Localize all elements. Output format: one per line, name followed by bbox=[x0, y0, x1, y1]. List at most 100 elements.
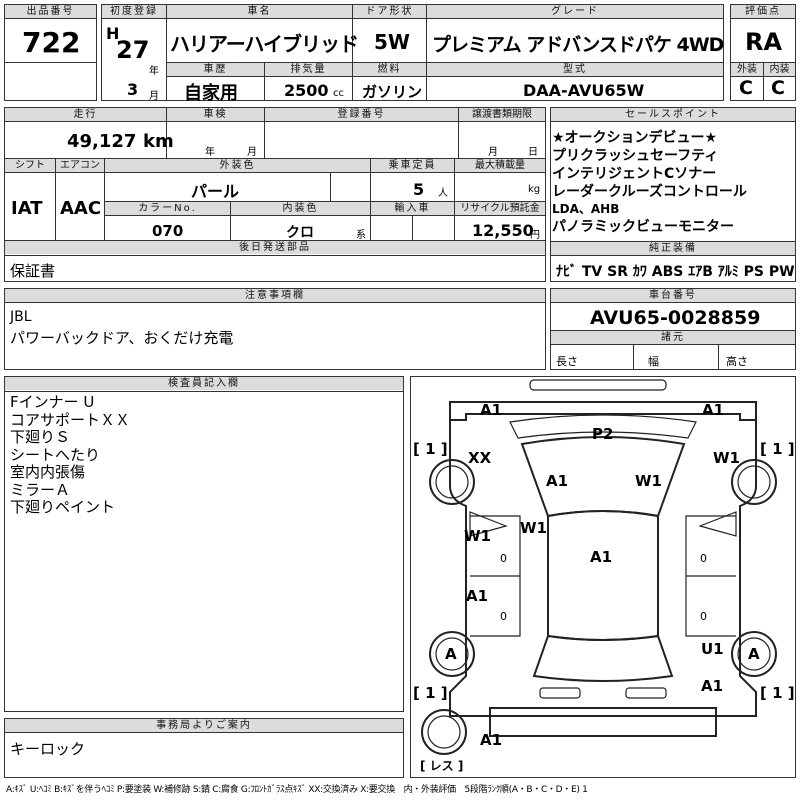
sales-box bbox=[550, 107, 796, 282]
sales-line: ★オークションデビュー★ bbox=[552, 130, 718, 146]
door-label: ドア形状 bbox=[353, 5, 426, 18]
inspection-label: 車検 bbox=[167, 108, 264, 121]
inspector-label: 検査員記入欄 bbox=[5, 377, 403, 390]
front-bumper-strip bbox=[529, 379, 667, 391]
mileage-label: 走行 bbox=[5, 108, 166, 121]
front-outline bbox=[449, 401, 757, 421]
zero-mark: 0 bbox=[700, 610, 707, 623]
sales-line: レーダークルーズコントロール bbox=[552, 184, 747, 200]
name-label: 車名 bbox=[167, 5, 352, 18]
inspector-line: 下廻りＳ bbox=[10, 428, 71, 446]
seats-unit: 人 bbox=[438, 188, 448, 199]
tire-mark: A bbox=[748, 645, 760, 663]
inspector-line: Fインナー U bbox=[10, 393, 95, 411]
damage-mark: W1 bbox=[520, 519, 547, 537]
zero-mark: 0 bbox=[500, 610, 507, 623]
spec-label: 諸元 bbox=[551, 331, 795, 344]
ext-grade: C bbox=[739, 77, 753, 99]
wheel-front-right-inner bbox=[737, 465, 771, 499]
insp-year-unit: 年 bbox=[205, 147, 215, 158]
import-label: 輸入車 bbox=[371, 202, 454, 215]
notes-box bbox=[4, 288, 546, 370]
lot-box bbox=[4, 4, 97, 101]
chassis-box bbox=[550, 288, 796, 370]
year-unit: 年 bbox=[149, 66, 159, 77]
recycle-label: リサイクル預託金 bbox=[455, 202, 545, 215]
tire-mark: A bbox=[445, 645, 457, 663]
damage-mark: A1 bbox=[701, 677, 723, 695]
detail-box bbox=[4, 107, 546, 282]
sales-line: パノラミックビューモニター bbox=[552, 219, 734, 235]
damage-mark: XX bbox=[468, 449, 492, 467]
office-text: キーロック bbox=[10, 740, 86, 758]
ac-label: エアコン bbox=[56, 159, 104, 172]
damage-mark: A1 bbox=[466, 587, 488, 605]
recycle-unit: 円 bbox=[530, 230, 540, 241]
damage-mark: A1 bbox=[702, 401, 724, 419]
tr-month-unit: 月 bbox=[488, 147, 498, 158]
color-no: 070 bbox=[152, 222, 184, 240]
displacement: 2500 bbox=[284, 81, 329, 100]
bracket-front-right: [ 1 ] bbox=[760, 440, 795, 458]
left-doors bbox=[470, 515, 521, 637]
wheel-front-right bbox=[731, 459, 777, 505]
damage-mark: U1 bbox=[701, 640, 724, 658]
color-no-label: カラーNo. bbox=[105, 202, 230, 215]
spare-label: [ レス ] bbox=[420, 759, 463, 773]
left-mirror bbox=[469, 511, 508, 537]
chassis-number: AVU65-0028859 bbox=[590, 307, 761, 329]
history-label: 車歴 bbox=[167, 63, 264, 76]
diagram-box bbox=[410, 376, 796, 778]
insp-month-unit: 月 bbox=[247, 147, 257, 158]
inspector-line: 下廻りペイント bbox=[10, 498, 116, 516]
load-label: 最大積載量 bbox=[455, 159, 545, 172]
int-color-label: 内装色 bbox=[231, 202, 370, 215]
grade-label: グレード bbox=[427, 5, 723, 18]
wheel-rear-left bbox=[429, 631, 475, 677]
cabin bbox=[547, 510, 659, 641]
rear-lamp-left bbox=[539, 687, 581, 699]
grille bbox=[509, 414, 697, 439]
right-mirror bbox=[698, 511, 737, 537]
equip-label: 純正装備 bbox=[551, 242, 795, 255]
wheel-rear-left-inner bbox=[435, 637, 469, 671]
bracket-rear-left: [ 1 ] bbox=[413, 684, 448, 702]
bracket-front-left: [ 1 ] bbox=[413, 440, 448, 458]
car-name: ハリアーハイブリッド bbox=[170, 32, 359, 56]
displacement-label: 排気量 bbox=[265, 63, 352, 76]
damage-mark: W1 bbox=[464, 527, 491, 545]
era: H bbox=[106, 24, 120, 43]
height-label: 高さ bbox=[726, 355, 748, 368]
seats: 5 bbox=[413, 180, 425, 199]
damage-mark: W1 bbox=[713, 449, 740, 467]
note-line: JBL bbox=[10, 309, 32, 325]
wheel-front-left bbox=[429, 459, 475, 505]
fuel: ガソリン bbox=[362, 83, 423, 101]
int-color: クロ bbox=[286, 225, 314, 241]
reg-no-label: 登録番号 bbox=[265, 108, 458, 121]
lot-number: 722 bbox=[22, 26, 81, 59]
damage-mark: A1 bbox=[590, 548, 612, 566]
damage-mark: A1 bbox=[480, 401, 502, 419]
score: RA bbox=[745, 28, 783, 56]
damage-mark: A1 bbox=[546, 472, 568, 490]
inspector-line: 室内内張傷 bbox=[10, 463, 86, 481]
mileage-unit: km bbox=[143, 131, 174, 152]
grade: プレミアム アドバンスドパケ 4WD bbox=[432, 34, 724, 56]
damage-mark: A1 bbox=[480, 731, 502, 749]
spare-wheel bbox=[421, 709, 467, 755]
length-label: 長さ bbox=[556, 355, 578, 368]
sales-label: セールスポイント bbox=[551, 108, 795, 121]
body-outline bbox=[449, 420, 757, 717]
inspector-line: シートへたり bbox=[10, 445, 101, 464]
later-parts: 保証書 bbox=[10, 262, 56, 280]
inspector-box bbox=[4, 376, 404, 712]
wheel-rear-right bbox=[731, 631, 777, 677]
month-unit: 月 bbox=[149, 91, 159, 102]
later-label: 後日発送部品 bbox=[5, 241, 545, 254]
reg-year: 27 bbox=[116, 36, 150, 64]
recycle: 12,550 bbox=[472, 221, 534, 240]
office-label: 事務局よりご案内 bbox=[5, 719, 403, 732]
ext-label: 外装 bbox=[731, 63, 763, 76]
header-main-box bbox=[101, 4, 724, 101]
